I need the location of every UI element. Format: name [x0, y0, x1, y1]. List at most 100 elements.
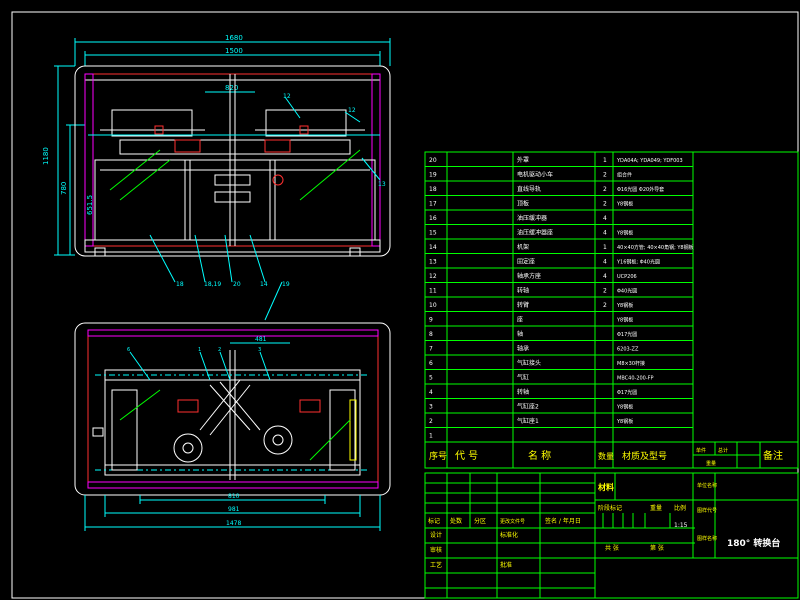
callout-1: 1	[198, 347, 201, 353]
front-dimensions	[54, 38, 391, 256]
bom-row-material: M8×30杆接	[617, 360, 645, 367]
bom-row-name: 转轴	[517, 287, 529, 295]
bom-header-code: 代 号	[455, 450, 478, 462]
dim-axis-height: 651.5	[86, 195, 94, 215]
bom-row-name: 转臂	[517, 301, 529, 309]
bom-row-name: 轴承方座	[517, 272, 541, 280]
bom-header-material: 材质及型号	[622, 450, 667, 462]
bom-row-name: 油压缓冲器座	[517, 229, 553, 237]
bom-row-material: Y8钢板	[616, 418, 633, 425]
bom-row-qty: 2	[603, 288, 607, 295]
callout-18-19: 18,19	[204, 281, 221, 288]
weight-label-tb: 重量	[650, 504, 662, 512]
dim-1478: 1478	[226, 520, 241, 527]
sheet-label: 第 张	[650, 544, 664, 552]
bom-row-material: Y16钢板; Φ40光圆	[616, 259, 660, 266]
bom-row-qty: 4	[603, 215, 607, 222]
bom-row-name: 轴承	[517, 345, 529, 353]
top-cover-outline	[74, 322, 391, 496]
zone-label: 分区	[474, 517, 486, 525]
bom-row-material: MBC40-200-FP	[617, 376, 654, 382]
bom-row-name: 转轴	[517, 388, 529, 396]
design-label: 设计	[430, 531, 442, 539]
bom-row-no: 7	[429, 346, 433, 353]
bom-row-no: 9	[429, 317, 433, 324]
bom-row-no: 18	[429, 186, 437, 193]
bom-row-no: 8	[429, 331, 433, 338]
right-wheel	[263, 425, 293, 455]
callout-6: 6	[127, 347, 130, 353]
callout-13: 13	[378, 181, 386, 188]
craft-label: 工艺	[430, 561, 442, 569]
bom-row-material: Φ17光圆	[617, 389, 637, 396]
drawing-name-label: 图样名称	[697, 535, 717, 542]
bom-row-qty: 2	[603, 172, 607, 179]
std-label: 标准化	[500, 531, 518, 539]
bom-row-no: 12	[429, 273, 437, 280]
bom-row-no: 6	[429, 360, 433, 367]
bom-row-qty: 1	[603, 244, 607, 251]
bom-row-material: YDA04A; YDA049; YDF003	[616, 158, 683, 164]
bom-header-total-weight: 总计	[718, 447, 728, 454]
bom-row-no: 3	[429, 404, 433, 411]
front-view: 1680 1500 820 1180 780 651.5	[42, 34, 391, 321]
callout-3: 3	[258, 347, 261, 353]
sheets-label: 共 张	[605, 544, 619, 552]
bom-row-no: 2	[429, 418, 433, 425]
bom-row-name: 固定座	[517, 258, 535, 266]
bom-row-material: Y8钢板	[616, 317, 633, 324]
bom-row-no: 16	[429, 215, 437, 222]
bom-row-no: 20	[429, 157, 437, 164]
bom-header-remark: 备注	[763, 449, 783, 462]
bom-row-name: 气缸	[517, 374, 529, 382]
bom-row-material: Y8钢板	[616, 302, 633, 309]
front-cover-outline	[74, 65, 391, 257]
bom-row-no: 5	[429, 375, 433, 382]
bom-row-no: 15	[429, 230, 437, 237]
drawing-name: 180° 转换台	[727, 537, 780, 549]
bom-row-material: Φ17光圆	[617, 331, 637, 338]
dim-frame-length: 1500	[225, 47, 243, 55]
sign-date-label: 签名 / 年月日	[545, 517, 581, 525]
bom-row-name: 顶板	[517, 200, 529, 208]
bom-row-no: 17	[429, 201, 437, 208]
bom-row-name: 轴	[517, 330, 523, 338]
callout-14: 14	[260, 281, 268, 288]
dim-center-width: 820	[225, 84, 238, 92]
bom-row-name: 气缸座2	[517, 403, 539, 411]
front-base	[84, 239, 381, 253]
dim-overall-length: 1680	[225, 34, 243, 42]
bom-row-no: 14	[429, 244, 437, 251]
stage-label: 阶段标记	[598, 504, 622, 512]
title-block: 材料 单位名称 标记 处数 分区 更改文件号 签名 / 年月日 阶段标记 重量 …	[424, 472, 799, 599]
callout-2: 2	[218, 347, 221, 353]
bom-row-name: 机架	[517, 243, 529, 251]
dim-overall-height: 1180	[42, 147, 50, 165]
bom-row-qty: 2	[603, 201, 607, 208]
change-doc-label: 更改文件号	[500, 518, 525, 525]
top-view: 481 810 981 1478	[74, 322, 391, 531]
bom-row-no: 4	[429, 389, 433, 396]
dim-frame-height: 780	[60, 182, 68, 195]
callout-19: 19	[282, 281, 290, 288]
check-label: 审核	[430, 546, 442, 554]
dim-810: 810	[228, 493, 240, 500]
dim-981: 981	[228, 506, 240, 513]
bom-row-name: 气缸座1	[517, 417, 539, 425]
scale-label: 比例	[674, 504, 686, 512]
bom-row-material: 40×40方管; 40×40角钢; Y8钢板	[617, 244, 694, 251]
bom-row-name: 油压缓冲器	[517, 214, 547, 222]
bom-row-material: 组合件	[617, 172, 632, 179]
bom-row-material: Y8钢板	[616, 230, 633, 237]
bom-row-no: 19	[429, 172, 437, 179]
bom-row-material: Φ40光圆	[617, 288, 637, 295]
scale-value: 1:15	[674, 522, 688, 529]
bom-row-name: 外罩	[517, 156, 529, 164]
bom-row-no: 10	[429, 302, 437, 309]
approve-label: 批准	[500, 561, 512, 569]
bom-row-qty: 2	[603, 302, 607, 309]
dim-481: 481	[255, 336, 267, 343]
bom-row-no: 1	[429, 433, 433, 440]
